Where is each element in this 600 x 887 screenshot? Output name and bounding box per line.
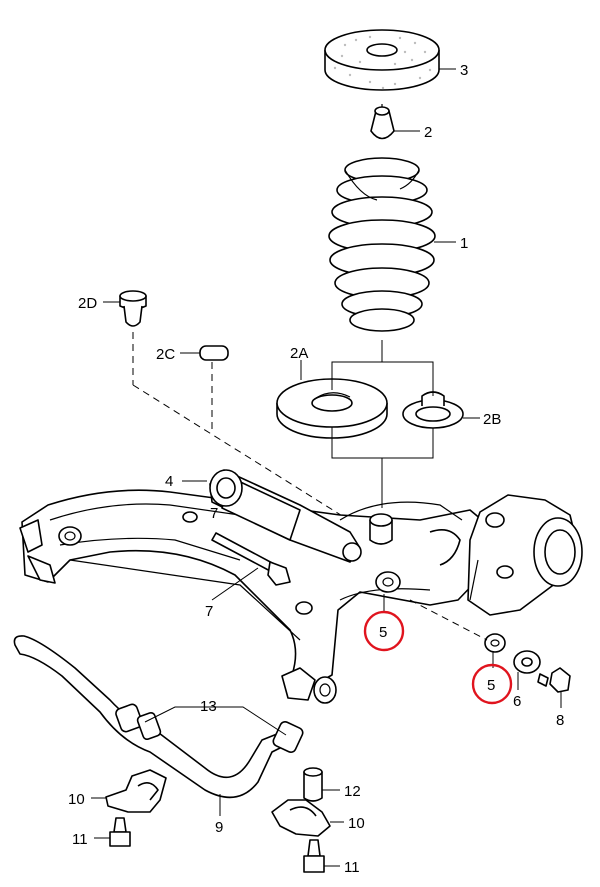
wheel-hub-carrier bbox=[467, 494, 583, 616]
label-part-4: 4 bbox=[165, 473, 173, 490]
label-part-2a: 2A bbox=[290, 345, 308, 362]
label-part-10-right: 10 bbox=[348, 815, 365, 832]
assembly-bracket-lines bbox=[331, 340, 434, 508]
label-part-8: 8 bbox=[556, 712, 564, 729]
part-12-nut bbox=[303, 767, 340, 802]
label-part-2: 2 bbox=[424, 124, 432, 141]
label-part-6: 6 bbox=[513, 693, 521, 710]
part-2c-pad bbox=[199, 345, 229, 430]
label-part-1: 1 bbox=[460, 235, 468, 252]
part-2b-retaining-ring bbox=[402, 391, 464, 429]
highlight-circle-part-5-left bbox=[363, 610, 405, 652]
label-part-2b: 2B bbox=[483, 411, 501, 428]
part-2d-mount bbox=[119, 290, 353, 523]
part-8-bolt bbox=[537, 667, 571, 708]
label-part-7-upper: 7 bbox=[210, 505, 218, 522]
top-leader-lines bbox=[103, 68, 480, 419]
part-4-shock-absorber bbox=[182, 469, 362, 563]
label-part-3: 3 bbox=[460, 62, 468, 79]
part-11-bolt-left bbox=[94, 817, 131, 847]
label-part-9: 9 bbox=[215, 819, 223, 836]
part-13-leader bbox=[144, 706, 287, 736]
label-part-7-lower: 7 bbox=[205, 603, 213, 620]
part-10-clamp-left bbox=[91, 769, 167, 813]
label-part-11-right: 11 bbox=[344, 859, 360, 876]
label-part-5-left: 5 bbox=[379, 624, 387, 641]
part-9-stabilizer-bar bbox=[13, 635, 304, 816]
label-part-11-left: 11 bbox=[72, 831, 88, 848]
part-2-bump-stop bbox=[370, 104, 395, 140]
part-5-bushing-left bbox=[375, 571, 401, 612]
part-7-long-bolt bbox=[211, 532, 291, 601]
part-5-bushing-right bbox=[409, 599, 506, 668]
label-part-10-left: 10 bbox=[68, 791, 85, 808]
part-11-bolt-right bbox=[303, 839, 340, 873]
label-part-2c: 2C bbox=[156, 346, 175, 363]
part-6-washer bbox=[513, 650, 541, 690]
part-1-coil-spring bbox=[328, 157, 436, 332]
label-part-13: 13 bbox=[200, 698, 217, 715]
part-3-buffer-disc bbox=[324, 29, 440, 91]
part-10-clamp-right bbox=[271, 799, 344, 837]
label-part-2d: 2D bbox=[78, 295, 97, 312]
label-part-5-right: 5 bbox=[487, 677, 495, 694]
highlight-circle-part-5-right bbox=[471, 663, 513, 705]
beam-bump-rubber bbox=[369, 513, 393, 545]
label-part-12: 12 bbox=[344, 783, 361, 800]
